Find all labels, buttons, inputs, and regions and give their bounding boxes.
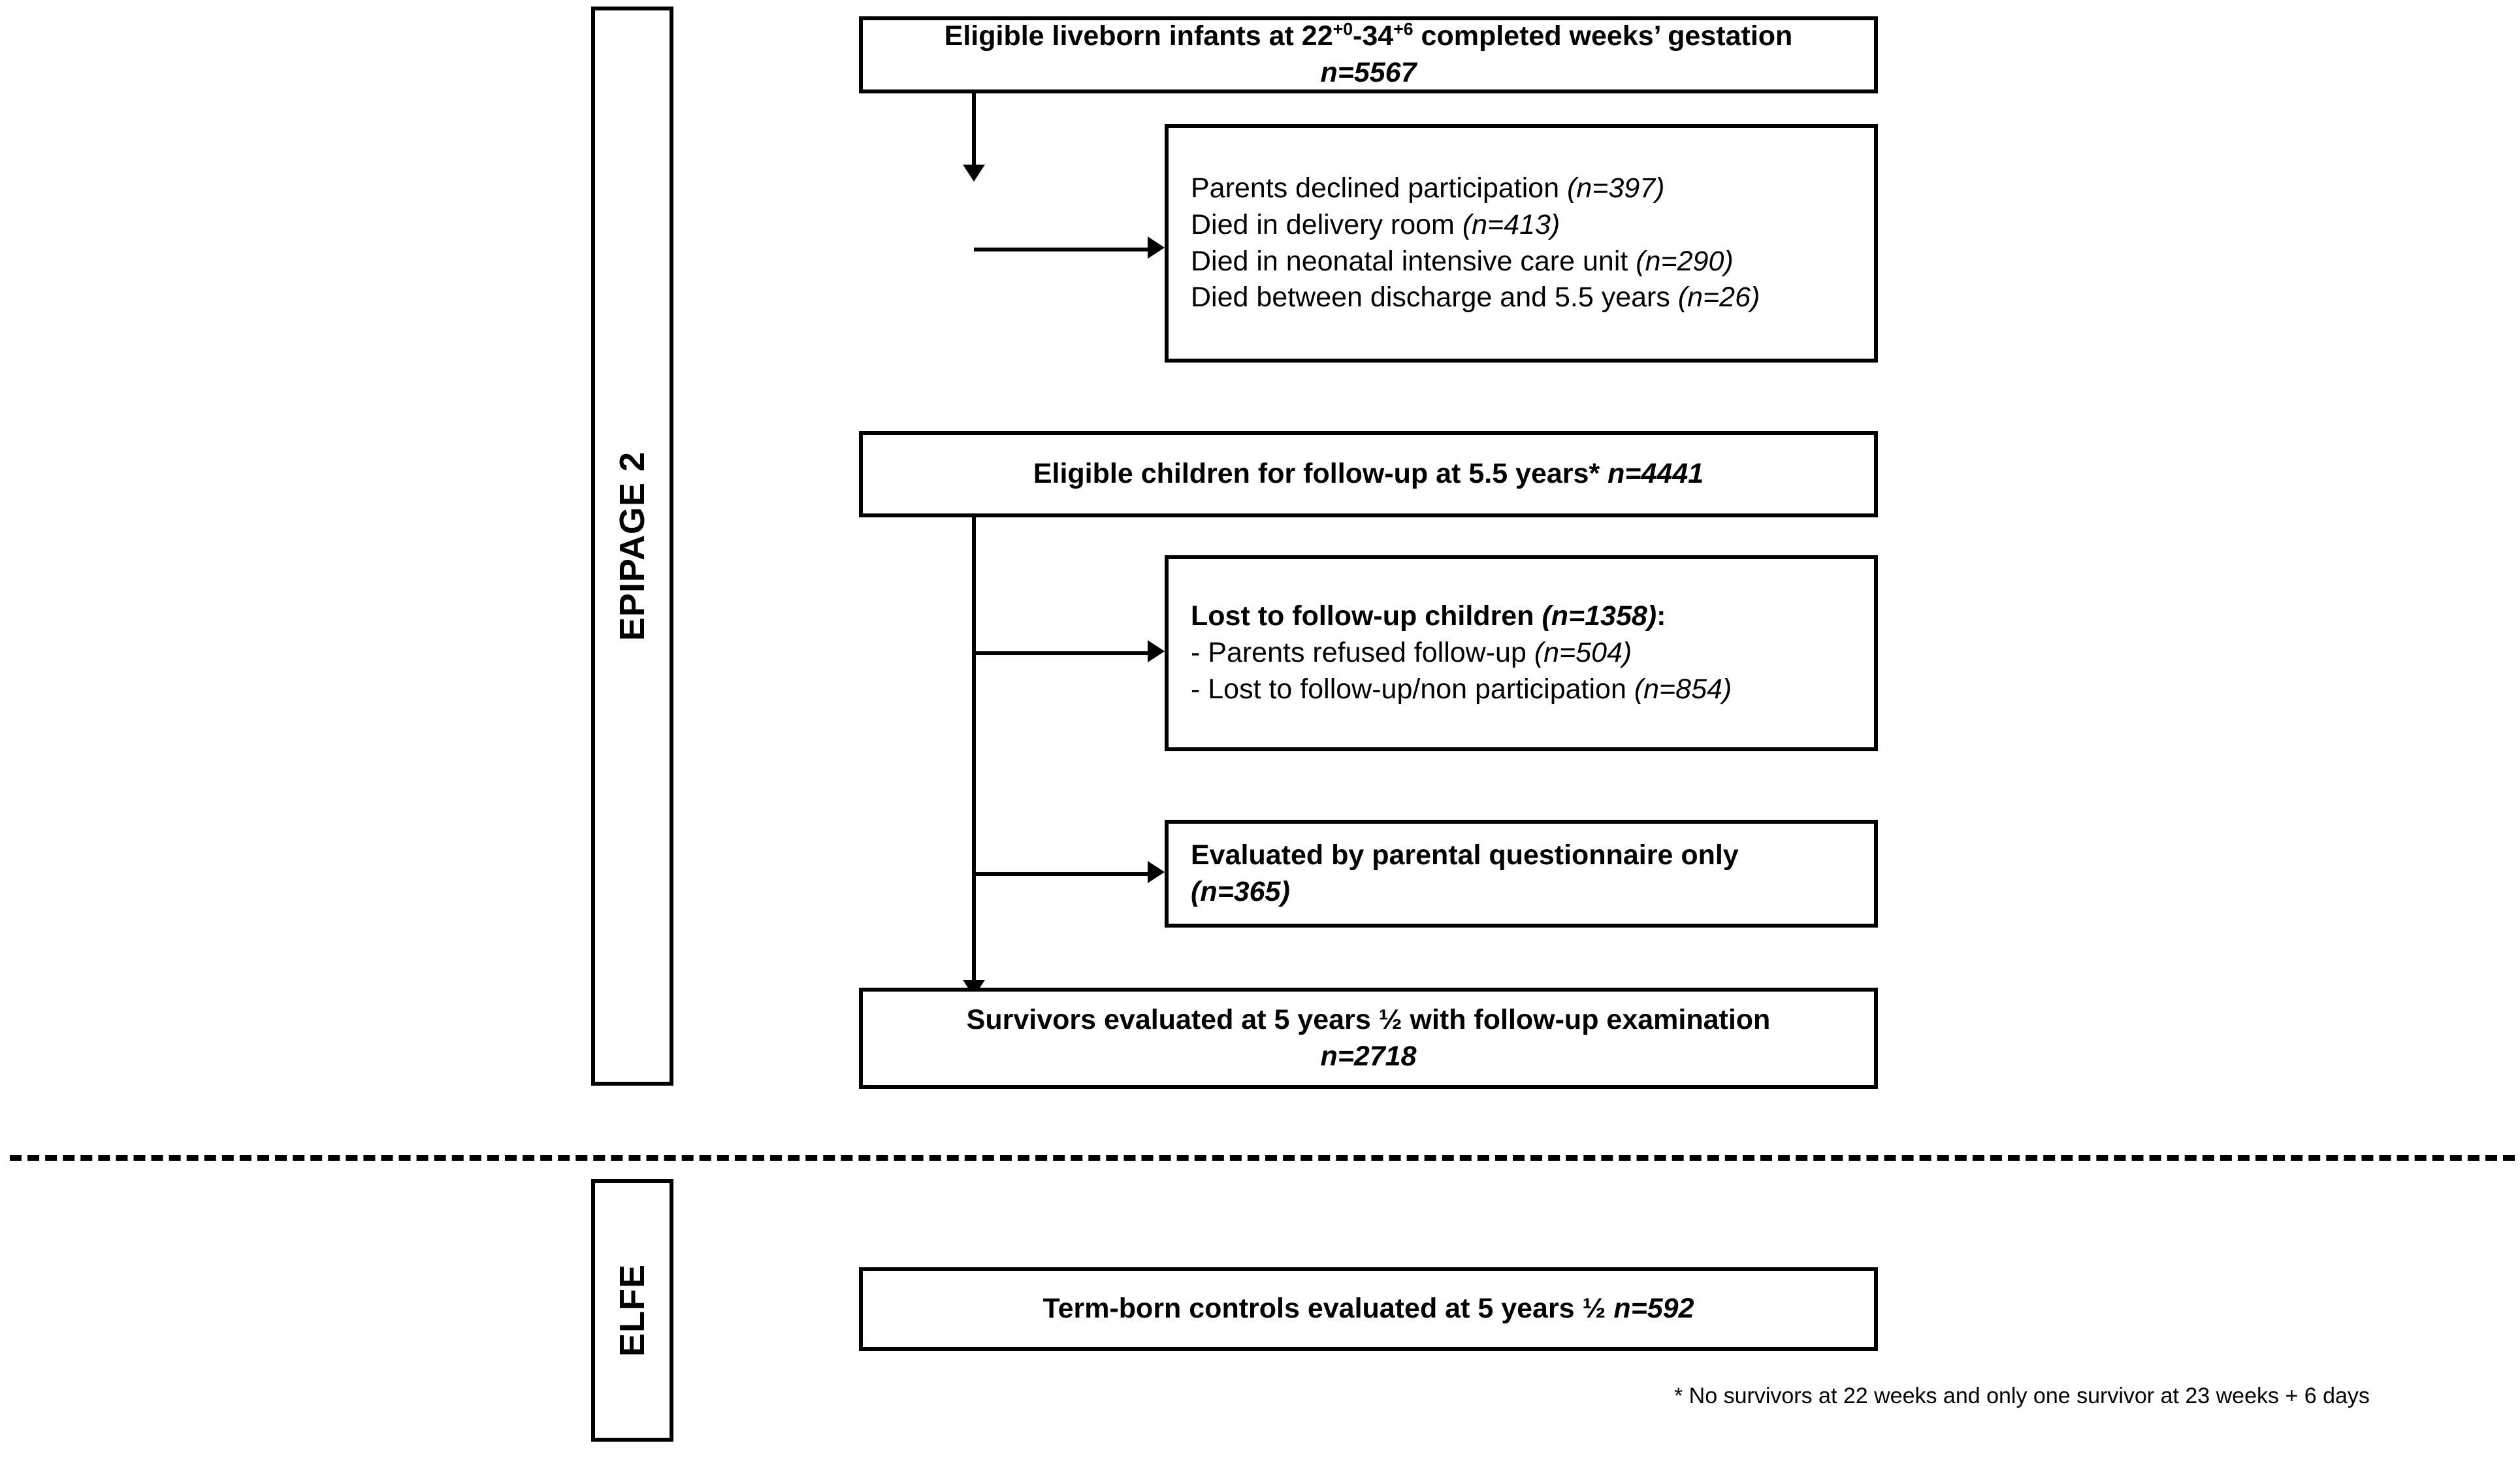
connector-trunk-top bbox=[972, 93, 976, 175]
node-eligible-liveborn-title-mid: -34 bbox=[1353, 20, 1394, 52]
node-lost-followup-heading-count: (n=1358) bbox=[1542, 600, 1657, 632]
exclusion-item: Died between discharge and 5.5 years (n=… bbox=[1169, 280, 1760, 316]
exclusion-item: Parents declined participation (n=397) bbox=[1169, 170, 1665, 207]
exclusion-item-count: (n=26) bbox=[1677, 282, 1760, 314]
node-term-born-controls-count: n=592 bbox=[1613, 1293, 1694, 1325]
arrowhead-to-lost-followup bbox=[1148, 640, 1165, 662]
node-eligible-children-count: n=4441 bbox=[1607, 458, 1704, 490]
footnote-text: * No survivors at 22 weeks and only one … bbox=[1674, 1384, 2370, 1408]
node-eligible-children-label: Eligible children for follow-up at 5.5 y… bbox=[1033, 458, 1608, 490]
lost-followup-item-count: (n=854) bbox=[1634, 673, 1732, 705]
exclusion-item-count: (n=413) bbox=[1462, 208, 1560, 240]
connector-trunk-bottom bbox=[972, 517, 976, 991]
exclusion-item-count: (n=397) bbox=[1567, 172, 1665, 204]
node-eligible-liveborn-count: n=5567 bbox=[1320, 57, 1417, 88]
cohort-label-elfe: ELFE bbox=[613, 1263, 652, 1357]
node-lost-followup-heading-label: Lost to follow-up children bbox=[1191, 600, 1542, 632]
node-eligible-liveborn-sup-1: +0 bbox=[1333, 19, 1353, 39]
cohort-bar-epipage: EPIPAGE 2 bbox=[591, 7, 673, 1086]
node-eligible-liveborn-title-pre: Eligible liveborn infants at 22 bbox=[944, 20, 1333, 52]
exclusion-item: Died in delivery room (n=413) bbox=[1169, 207, 1560, 244]
node-eligible-liveborn-title: Eligible liveborn infants at 22+0-34+6 c… bbox=[945, 18, 1793, 55]
exclusion-item-label: Died in neonatal intensive care unit bbox=[1191, 245, 1636, 277]
node-lost-followup-heading-colon: : bbox=[1656, 600, 1666, 632]
node-lost-followup: Lost to follow-up children (n=1358): - P… bbox=[1165, 555, 1878, 751]
node-eligible-liveborn: Eligible liveborn infants at 22+0-34+6 c… bbox=[859, 16, 1878, 93]
lost-followup-item-label: - Parents refused follow-up bbox=[1191, 637, 1534, 669]
node-term-born-controls-label: Term-born controls evaluated at 5 years … bbox=[1042, 1293, 1614, 1325]
node-eligible-children: Eligible children for follow-up at 5.5 y… bbox=[859, 431, 1878, 517]
lost-followup-item-label: - Lost to follow-up/non participation bbox=[1191, 673, 1634, 705]
node-term-born-controls-title: Term-born controls evaluated at 5 years … bbox=[1043, 1291, 1694, 1327]
node-term-born-controls: Term-born controls evaluated at 5 years … bbox=[859, 1267, 1878, 1351]
node-lost-followup-heading: Lost to follow-up children (n=1358): bbox=[1169, 598, 1666, 635]
node-exclusions: Parents declined participation (n=397) D… bbox=[1165, 124, 1878, 363]
cohort-bar-elfe: ELFE bbox=[591, 1179, 673, 1442]
node-questionnaire-only: Evaluated by parental questionnaire only… bbox=[1165, 820, 1878, 928]
exclusion-item-label: Died in delivery room bbox=[1191, 208, 1462, 240]
arrowhead-to-questionnaire bbox=[1148, 861, 1165, 883]
node-survivors-evaluated: Survivors evaluated at 5 years ½ with fo… bbox=[859, 988, 1878, 1089]
arrowhead-to-exclusions bbox=[1148, 236, 1165, 259]
node-eligible-liveborn-title-post: completed weeks’ gestation bbox=[1413, 20, 1793, 52]
cohort-label-epipage: EPIPAGE 2 bbox=[613, 451, 652, 641]
exclusion-item: Died in neonatal intensive care unit (n=… bbox=[1169, 244, 1734, 280]
exclusion-item-count: (n=290) bbox=[1636, 245, 1734, 277]
node-eligible-liveborn-sup-2: +6 bbox=[1393, 19, 1413, 39]
connector-branch-exclusions bbox=[974, 248, 1148, 251]
exclusion-item-label: Died between discharge and 5.5 years bbox=[1191, 282, 1678, 314]
connector-branch-questionnaire bbox=[974, 872, 1148, 876]
node-questionnaire-only-count: (n=365) bbox=[1191, 875, 1290, 907]
lost-followup-item: - Lost to follow-up/non participation (n… bbox=[1169, 672, 1732, 708]
lost-followup-item: - Parents refused follow-up (n=504) bbox=[1169, 635, 1632, 672]
exclusion-item-label: Parents declined participation bbox=[1191, 172, 1568, 204]
node-questionnaire-only-label: Evaluated by parental questionnaire only bbox=[1191, 839, 1739, 871]
node-survivors-evaluated-count: n=2718 bbox=[1320, 1040, 1417, 1072]
arrowhead-to-eligible-children bbox=[963, 165, 985, 182]
node-eligible-children-title: Eligible children for follow-up at 5.5 y… bbox=[1033, 456, 1704, 493]
node-survivors-evaluated-label: Survivors evaluated at 5 years ½ with fo… bbox=[966, 1003, 1771, 1035]
cohort-separator-dashed-line bbox=[10, 1155, 2515, 1161]
connector-branch-lost-followup bbox=[974, 651, 1148, 655]
lost-followup-item-count: (n=504) bbox=[1534, 637, 1632, 669]
